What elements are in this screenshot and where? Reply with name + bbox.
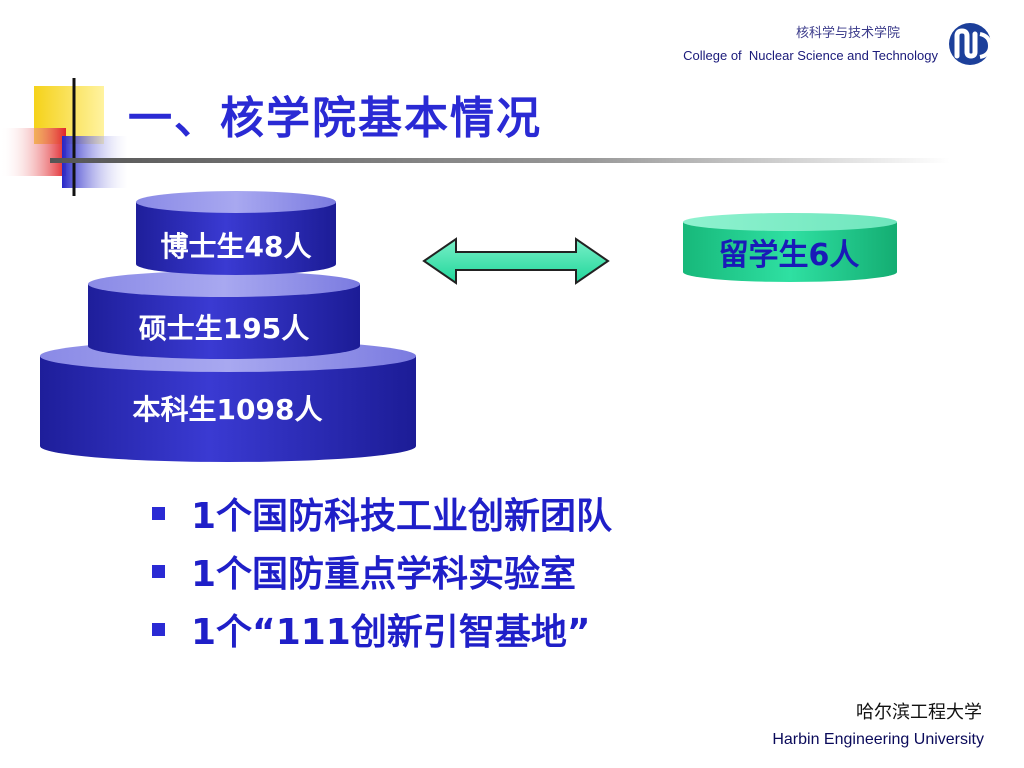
bullet-square-icon <box>152 622 165 636</box>
international-count-label: 留学生6人 <box>718 238 860 273</box>
undergrad-count-label: 本科生1098人 <box>132 393 323 426</box>
double-arrow-icon <box>422 237 610 285</box>
college-name-en: College of Nuclear Science and Technolog… <box>683 48 938 63</box>
list-item: 1个国防科技工业创新团队 <box>152 484 612 542</box>
university-logo-icon <box>949 23 993 65</box>
student-pyramid <box>40 191 416 462</box>
achievement-list: 1个国防科技工业创新团队 1个国防重点学科实验室 1个“111创新引智基地” <box>152 484 612 658</box>
tier-phd <box>136 191 336 275</box>
list-item-text: 1个国防科技工业创新团队 <box>191 496 613 537</box>
tier-master <box>88 271 360 359</box>
international-students-cylinder <box>683 213 897 282</box>
list-item-text: 1个“111创新引智基地” <box>191 612 591 653</box>
master-count-label: 硕士生195人 <box>138 312 310 345</box>
university-name-en: Harbin Engineering University <box>772 731 984 748</box>
page-title: 一、核学院基本情况 <box>128 93 542 144</box>
title-divider <box>50 158 950 163</box>
bullet-square-icon <box>152 506 165 520</box>
bullet-square-icon <box>152 564 165 578</box>
phd-count-label: 博士生48人 <box>160 230 312 263</box>
university-name-cn: 哈尔滨工程大学 <box>856 702 982 723</box>
list-item: 1个“111创新引智基地” <box>152 600 612 658</box>
college-name-cn: 核科学与技术学院 <box>795 26 900 41</box>
list-item-text: 1个国防重点学科实验室 <box>191 554 577 595</box>
decorative-squares <box>0 78 130 196</box>
list-item: 1个国防重点学科实验室 <box>152 542 612 600</box>
